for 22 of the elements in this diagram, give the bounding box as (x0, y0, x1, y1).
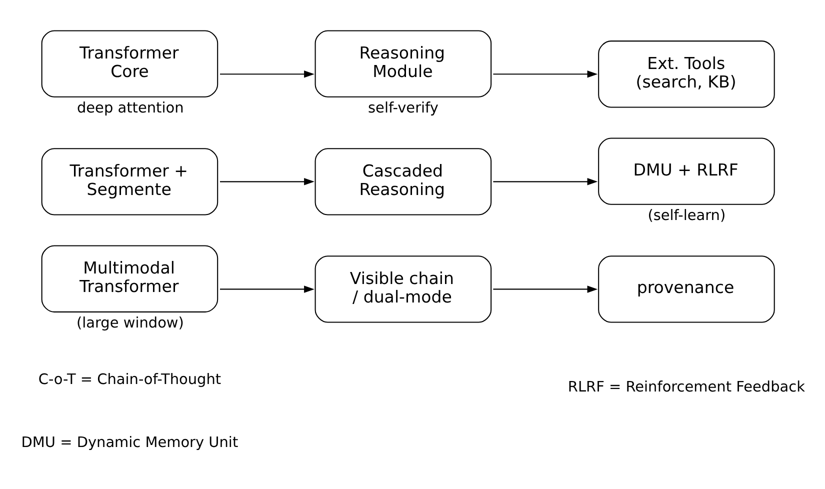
node-box: Multimodal Transformer (40, 244, 218, 312)
node-box: Transformer + Segmente (40, 148, 218, 215)
arrow (220, 285, 314, 292)
node-label: self-verify (368, 100, 438, 116)
node-box: Cascaded Reasoning (314, 148, 492, 215)
node-box: provenance (598, 255, 774, 322)
node-box: Visible chain / dual-mode (314, 255, 492, 322)
node-label: (self-learn) (647, 208, 726, 224)
label: DMU = Dynamic Memory Unit (20, 434, 238, 451)
node-label: (large window) (76, 315, 184, 332)
node-label: deep attention (76, 100, 184, 116)
label: C-o-T = Chain-of-Thought (38, 372, 221, 388)
arrow (220, 178, 314, 185)
node-box: Transformer Core (40, 30, 218, 97)
label: RLRF = Reinforcement Feedback (567, 378, 805, 395)
node-box: Ext. Tools (search, KB) (598, 40, 774, 108)
arrow (492, 70, 598, 78)
arrow (220, 70, 314, 78)
arrow (492, 178, 598, 185)
arrow (492, 285, 598, 292)
node-box: Reasoning Module (314, 30, 492, 97)
node-box: DMU + RLRF (598, 137, 774, 204)
